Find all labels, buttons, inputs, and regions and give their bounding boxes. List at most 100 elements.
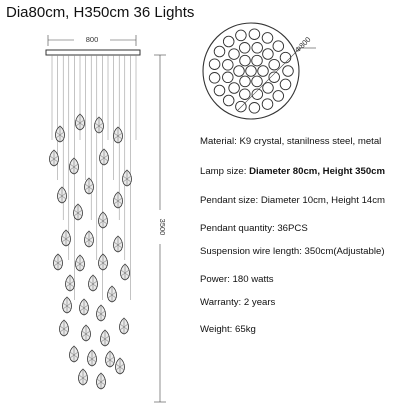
crystal-pendant-icon <box>53 253 63 271</box>
crystal-pendant-icon <box>75 254 85 272</box>
spec-row: Weight: 65kg <box>200 324 256 335</box>
top-view-pendants <box>208 28 294 114</box>
top-view-pendant <box>235 100 247 113</box>
top-view-pendant <box>213 84 226 97</box>
spec-value: 36PCS <box>277 223 308 234</box>
crystal-pendant-icon <box>119 317 129 335</box>
top-view-pendant <box>222 94 235 107</box>
spec-row: Material: K9 crystal, stanilness steel, … <box>200 136 381 147</box>
top-view-pendant <box>238 42 251 54</box>
top-view-pendant <box>222 35 235 48</box>
top-view-pendant <box>228 48 240 60</box>
crystal-pendant-icon <box>59 319 69 337</box>
crystal-pendant-icon <box>84 177 94 195</box>
top-view-pendant <box>268 71 280 83</box>
crystal-pendant-icon <box>98 253 108 271</box>
spec-label: Pendant size: <box>200 195 261 206</box>
top-view-pendant <box>251 75 263 88</box>
spec-row: Pendant quantity: 36PCS <box>200 223 308 234</box>
spec-value: Diameter 80cm, Height 350cm <box>249 166 386 177</box>
crystal-pendant-icon <box>65 274 75 292</box>
crystal-pendant-icon <box>98 211 108 229</box>
top-view-pendant <box>233 65 245 77</box>
top-view-pendant <box>239 88 251 100</box>
spec-value: K9 crystal, stanilness steel, metal <box>239 136 382 147</box>
diameter-leader <box>237 47 316 111</box>
crystal-pendant-icon <box>88 274 98 292</box>
crystal-pendant-icon <box>78 368 88 386</box>
crystal-pendant-icon <box>57 186 67 204</box>
top-view-pendant <box>248 102 261 114</box>
top-view-pendant <box>208 58 221 70</box>
top-view-pendant <box>261 98 274 110</box>
crystal-pendant-icon <box>120 263 130 281</box>
crystal-pendants <box>49 113 132 390</box>
top-view-pendant <box>251 42 263 54</box>
spec-row: Pendant size: Diameter 10cm, Height 14cm <box>200 195 385 206</box>
crystal-pendant-icon <box>96 304 106 322</box>
crystal-pendant-icon <box>55 125 65 143</box>
top-view-pendant <box>208 72 221 84</box>
crystal-pendant-icon <box>69 157 79 175</box>
top-view-pendant <box>261 32 274 44</box>
spec-label: Lamp size: <box>200 166 250 177</box>
spec-label: Weight: <box>200 324 236 335</box>
spec-row: Lamp size: Diameter 80cm, Height 350cm <box>200 166 385 177</box>
spec-value: 350cm(Adjustable) <box>304 246 385 257</box>
spec-label: Material: <box>200 136 240 147</box>
crystal-pendant-icon <box>105 350 115 368</box>
top-view-pendant <box>251 88 264 100</box>
top-view-pendant <box>239 75 251 88</box>
crystal-pendant-icon <box>115 357 125 375</box>
crystal-pendant-icon <box>79 298 89 316</box>
width-label: 800 <box>86 35 99 44</box>
top-view-pendant <box>268 58 280 71</box>
top-view-circle <box>202 22 300 120</box>
crystal-pendant-icon <box>99 148 109 166</box>
top-view-pendant <box>235 29 247 42</box>
spec-value: 2 years <box>243 297 276 308</box>
product-title: Dia80cm, H350cm 36 Lights <box>6 4 195 21</box>
crystal-pendant-icon <box>107 285 117 303</box>
crystal-pendant-icon <box>113 235 123 253</box>
canopy-plate <box>45 49 141 56</box>
spec-value: 65kg <box>235 324 256 335</box>
top-view-pendant <box>262 82 274 94</box>
spec-row: Warranty: 2 years <box>200 297 275 308</box>
crystal-pendant-icon <box>69 345 79 363</box>
top-view-pendant <box>228 82 240 94</box>
crystal-pendant-icon <box>62 296 72 314</box>
top-view-pendant <box>262 48 274 60</box>
crystal-pendant-icon <box>81 324 91 342</box>
top-view-pendant <box>222 59 234 71</box>
crystal-pendant-icon <box>73 203 83 221</box>
top-view-pendant <box>222 71 234 84</box>
spec-label: Suspension wire length: <box>200 246 305 257</box>
crystal-pendant-icon <box>113 126 123 144</box>
top-view-pendant <box>272 40 285 52</box>
top-view-pendant <box>272 90 285 102</box>
height-label: 3500 <box>158 219 167 236</box>
top-view-pendant <box>257 65 269 77</box>
spec-row: Power: 180 watts <box>200 274 274 285</box>
crystal-pendant-icon <box>84 230 94 248</box>
spec-value: 180 watts <box>232 274 274 285</box>
crystal-pendant-icon <box>96 372 106 390</box>
spec-label: Pendant quantity: <box>200 223 278 234</box>
top-view-pendant <box>248 28 261 40</box>
top-view-pendant <box>282 65 294 77</box>
spec-label: Warranty: <box>200 297 244 308</box>
top-view-pendant <box>279 78 292 91</box>
top-view-pendant <box>213 45 226 58</box>
crystal-pendant-icon <box>49 149 59 167</box>
top-view-pendant <box>245 65 257 77</box>
spec-value: Diameter 10cm, Height 14cm <box>260 195 386 206</box>
crystal-pendant-icon <box>87 349 97 367</box>
crystal-pendant-icon <box>100 329 110 347</box>
top-view-pendant <box>239 54 251 67</box>
crystal-pendant-icon <box>122 169 132 187</box>
diameter-label: Φ800 <box>293 35 312 54</box>
top-view-pendant <box>279 51 292 64</box>
crystal-pendant-icon <box>94 116 104 134</box>
